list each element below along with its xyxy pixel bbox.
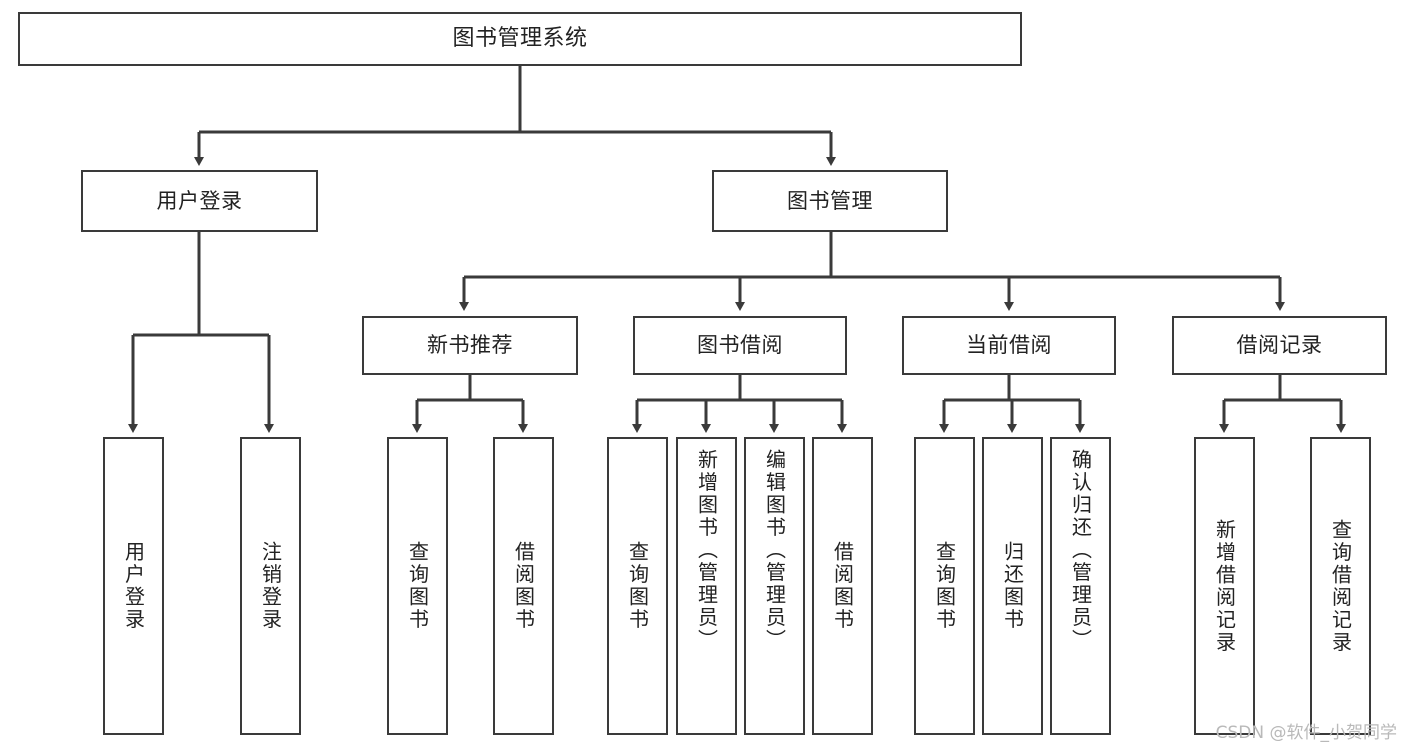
node-label: 用户登录 xyxy=(156,188,243,213)
node-book-borrow[interactable]: 图书借阅 xyxy=(633,316,847,375)
node-label: 新书推荐 xyxy=(427,333,513,358)
node-label: 查询图书 xyxy=(625,541,650,631)
leaf-add-borrow-record[interactable]: 新增借阅记录 xyxy=(1194,437,1255,735)
node-label: 新增借阅记录 xyxy=(1212,518,1237,654)
leaf-query-book-recommend[interactable]: 查询图书 xyxy=(387,437,448,735)
node-label: 用户登录 xyxy=(121,541,146,631)
node-label: 图书借阅 xyxy=(697,333,783,358)
watermark-text: CSDN @软件_小贺同学 xyxy=(1215,723,1397,743)
leaf-return-book[interactable]: 归还图书 xyxy=(982,437,1043,735)
leaf-user-login[interactable]: 用户登录 xyxy=(103,437,164,735)
node-label: 编辑图书（管理员） xyxy=(762,449,787,652)
leaf-edit-book[interactable]: 编辑图书（管理员） xyxy=(744,437,805,735)
node-label: 新增图书（管理员） xyxy=(694,449,719,652)
node-current-borrow[interactable]: 当前借阅 xyxy=(902,316,1116,375)
node-book-management[interactable]: 图书管理 xyxy=(712,170,948,232)
leaf-borrow-book-recommend[interactable]: 借阅图书 xyxy=(493,437,554,735)
node-new-book-recommend[interactable]: 新书推荐 xyxy=(362,316,578,375)
node-label: 图书管理系统 xyxy=(452,26,588,52)
node-label: 图书管理 xyxy=(787,188,873,213)
node-label: 查询图书 xyxy=(405,541,430,631)
node-label: 注销登录 xyxy=(258,541,283,631)
node-label: 查询图书 xyxy=(932,541,957,631)
leaf-query-book-current[interactable]: 查询图书 xyxy=(914,437,975,735)
node-borrow-record[interactable]: 借阅记录 xyxy=(1172,316,1387,375)
leaf-logout-login[interactable]: 注销登录 xyxy=(240,437,301,735)
node-label: 归还图书 xyxy=(1000,541,1025,631)
leaf-query-book-borrow[interactable]: 查询图书 xyxy=(607,437,668,735)
node-user-login[interactable]: 用户登录 xyxy=(81,170,318,232)
node-root-system[interactable]: 图书管理系统 xyxy=(18,12,1022,66)
node-label: 当前借阅 xyxy=(966,333,1052,358)
node-label: 确认归还（管理员） xyxy=(1068,449,1093,652)
node-label: 借阅记录 xyxy=(1236,333,1323,358)
leaf-confirm-return[interactable]: 确认归还（管理员） xyxy=(1050,437,1111,735)
leaf-borrow-book[interactable]: 借阅图书 xyxy=(812,437,873,735)
leaf-query-borrow-record[interactable]: 查询借阅记录 xyxy=(1310,437,1371,735)
node-label: 借阅图书 xyxy=(511,541,536,631)
leaf-add-book[interactable]: 新增图书（管理员） xyxy=(676,437,737,735)
node-label: 查询借阅记录 xyxy=(1328,518,1353,654)
node-label: 借阅图书 xyxy=(830,541,855,631)
